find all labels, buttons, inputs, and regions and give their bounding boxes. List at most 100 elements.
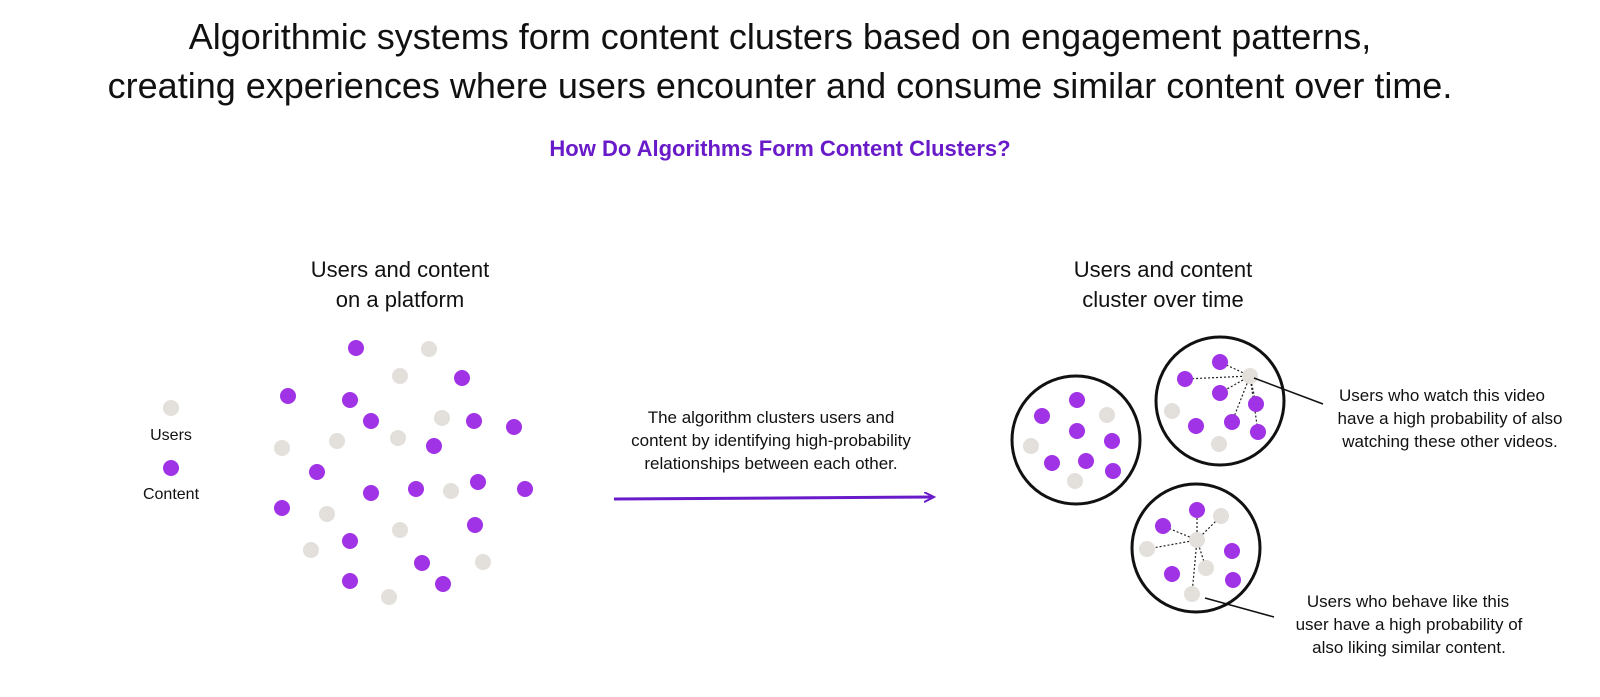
cluster-a-content-dot-1 <box>1069 392 1085 408</box>
subheading: How Do Algorithms Form Content Clusters? <box>549 136 1011 161</box>
cluster-c-link-5 <box>1191 539 1198 595</box>
scatter-user-dot-18 <box>443 483 459 499</box>
cluster-a-boundary <box>1010 374 1142 506</box>
scatter-user-dot-28 <box>475 554 491 570</box>
annotation-top-line-3: watching these other videos. <box>1341 432 1557 451</box>
scatter-content-dot-9 <box>506 419 522 435</box>
scatter-content-dot-15 <box>309 464 325 480</box>
cluster-c-content-dot-3 <box>1155 518 1171 534</box>
cluster-b-content-dot-9 <box>1250 424 1266 440</box>
cluster-b-link-5 <box>1231 375 1251 423</box>
scatter-content-dot-29 <box>342 573 358 589</box>
annotation-bottom-leader <box>1204 597 1275 618</box>
legend-content-dot <box>163 460 179 476</box>
cluster-b-content-dot-8 <box>1224 414 1240 430</box>
left-panel-title-line-2: on a platform <box>336 287 464 312</box>
cluster-c-user-dot-2 <box>1213 508 1229 524</box>
scatter-user-dot-2 <box>421 341 437 357</box>
cluster-c-content-dot-1 <box>1189 502 1205 518</box>
scatter-user-dot-3 <box>392 368 408 384</box>
cluster-c-content-dot-8 <box>1164 566 1180 582</box>
cluster-c-link-1 <box>1146 539 1198 550</box>
cluster-c-user-dot-4 <box>1189 532 1205 548</box>
cluster-a-content-dot-7 <box>1044 455 1060 471</box>
scatter-content-dot-17 <box>408 481 424 497</box>
cluster-a-content-dot-4 <box>1069 423 1085 439</box>
annotation-top-line-2: have a high probability of also <box>1338 409 1563 428</box>
left-panel: Users and content on a platform <box>274 257 533 605</box>
right-panel: Users and content cluster over time User… <box>1010 257 1563 657</box>
cluster-c-boundary <box>1130 482 1262 614</box>
cluster-c <box>1130 482 1262 614</box>
scatter-content-dot-24 <box>467 517 483 533</box>
scatter-content-dot-4 <box>454 370 470 386</box>
process-arrow <box>613 497 933 499</box>
cluster-c-user-dot-10 <box>1184 586 1200 602</box>
cluster-a-user-dot-6 <box>1023 438 1039 454</box>
cluster-b-content-dot-7 <box>1188 418 1204 434</box>
cluster-a-content-dot-9 <box>1105 463 1121 479</box>
cluster-a-user-dot-3 <box>1099 407 1115 423</box>
annotation-bottom-line-3: also liking similar content. <box>1312 638 1506 657</box>
algorithm-explanation: The algorithm clusters users and content… <box>613 408 933 499</box>
cluster-c-content-dot-6 <box>1224 543 1240 559</box>
cluster-b-content-dot-1 <box>1212 354 1228 370</box>
cluster-b-user-dot-6 <box>1164 403 1180 419</box>
cluster-c-content-dot-9 <box>1225 572 1241 588</box>
scatter-content-dot-6 <box>342 392 358 408</box>
scatter-user-dot-31 <box>381 589 397 605</box>
middle-text-line-1: The algorithm clusters users and <box>648 408 895 427</box>
right-panel-title-line-1: Users and content <box>1074 257 1253 282</box>
scatter-content-dot-10 <box>363 413 379 429</box>
scatter-user-dot-26 <box>303 542 319 558</box>
cluster-a-content-dot-2 <box>1034 408 1050 424</box>
scatter-content-dot-8 <box>466 413 482 429</box>
annotation-top-leader <box>1253 377 1324 405</box>
left-panel-title-line-1: Users and content <box>311 257 490 282</box>
cluster-b-user-dot-10 <box>1211 436 1227 452</box>
scatter-user-dot-12 <box>329 433 345 449</box>
cluster-a-user-dot-10 <box>1067 473 1083 489</box>
annotation-bottom-line-1: Users who behave like this <box>1307 592 1509 611</box>
scatter-user-dot-13 <box>390 430 406 446</box>
cluster-a-content-dot-5 <box>1104 433 1120 449</box>
scatter-dots <box>274 340 533 605</box>
legend-content-label: Content <box>143 486 200 503</box>
cluster-b-content-dot-4 <box>1212 385 1228 401</box>
scatter-content-dot-14 <box>426 438 442 454</box>
annotation-bottom-line-2: user have a high probability of <box>1296 615 1523 634</box>
cluster-b-user-dot-3 <box>1242 368 1258 384</box>
cluster-b-content-dot-2 <box>1177 371 1193 387</box>
legend-users-label: Users <box>150 427 192 444</box>
cluster-a <box>1010 374 1142 506</box>
scatter-user-dot-23 <box>392 522 408 538</box>
scatter-user-dot-11 <box>274 440 290 456</box>
cluster-b-link-1 <box>1184 375 1251 380</box>
middle-text-line-3: relationships between each other. <box>644 454 897 473</box>
cluster-c-user-dot-7 <box>1198 560 1214 576</box>
right-panel-title-line-2: cluster over time <box>1082 287 1243 312</box>
cluster-b-content-dot-5 <box>1248 396 1264 412</box>
scatter-content-dot-20 <box>517 481 533 497</box>
cluster-a-content-dot-8 <box>1078 453 1094 469</box>
headline: Algorithmic systems form content cluster… <box>0 12 1560 110</box>
headline-line-2: creating experiences where users encount… <box>107 65 1453 106</box>
cluster-b <box>1154 335 1286 467</box>
scatter-content-dot-5 <box>280 388 296 404</box>
scatter-content-dot-1 <box>348 340 364 356</box>
cluster-b-boundary <box>1154 335 1286 467</box>
headline-line-1: Algorithmic systems form content cluster… <box>188 16 1372 57</box>
middle-text-line-2: content by identifying high-probability <box>631 431 911 450</box>
scatter-content-dot-30 <box>435 576 451 592</box>
scatter-content-dot-19 <box>363 485 379 501</box>
scatter-content-dot-21 <box>274 500 290 516</box>
scatter-content-dot-27 <box>414 555 430 571</box>
scatter-content-dot-25 <box>342 533 358 549</box>
scatter-user-dot-7 <box>434 410 450 426</box>
annotation-top-line-1: Users who watch this video <box>1339 386 1545 405</box>
scatter-user-dot-22 <box>319 506 335 522</box>
scatter-content-dot-16 <box>470 474 486 490</box>
cluster-c-user-dot-5 <box>1139 541 1155 557</box>
legend-user-dot <box>163 400 179 416</box>
